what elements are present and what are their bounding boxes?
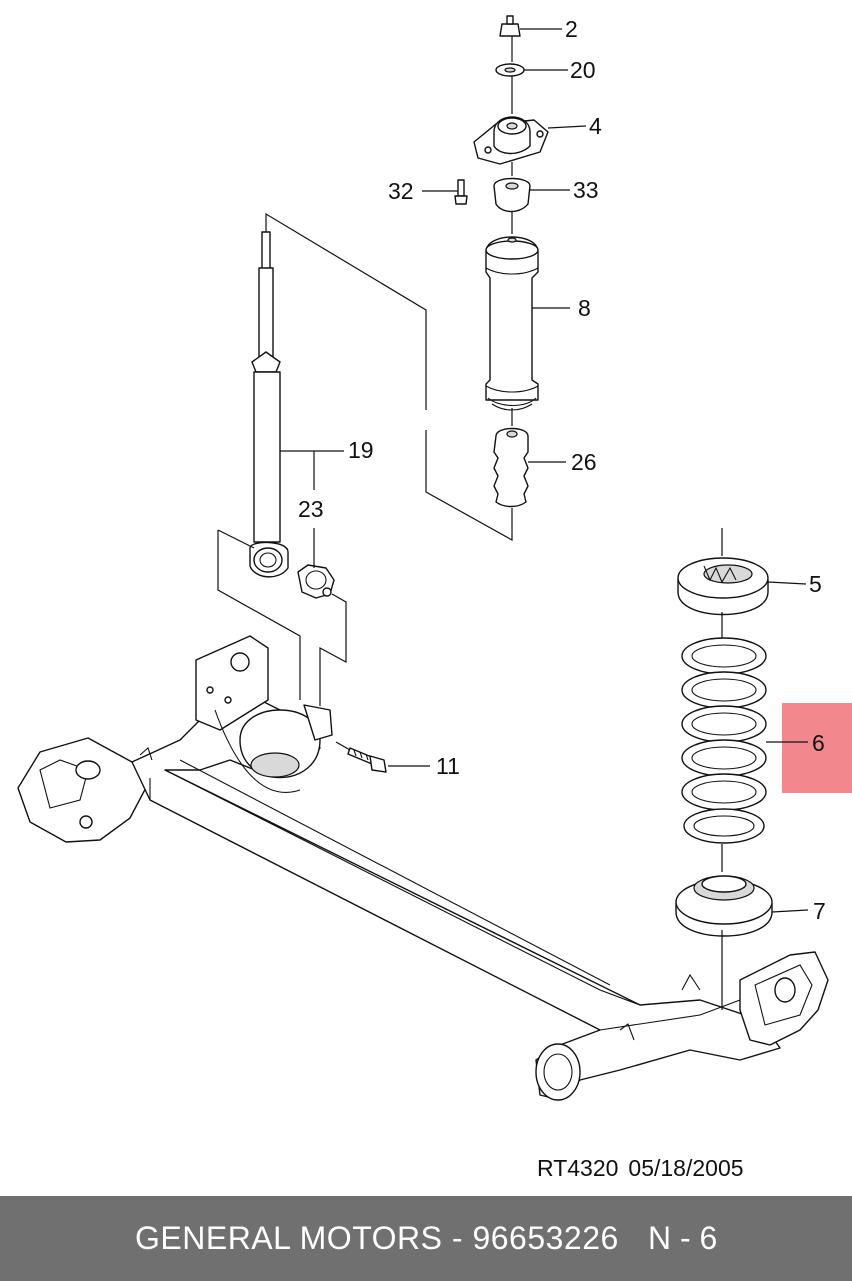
parts-diagram: 2 20 4 32 33 8 19 23 26 5 6 11 7 <box>17 15 852 1101</box>
footer-page-ref: N - 6 <box>648 1220 718 1256</box>
callout-4: 4 <box>589 113 602 139</box>
callout-11: 11 <box>436 753 460 779</box>
lower-spring-seat <box>675 875 773 937</box>
bump-stop <box>493 427 529 508</box>
upper-bushing <box>493 177 531 213</box>
callout-23: 23 <box>298 496 324 522</box>
washer <box>495 63 525 77</box>
shock-bushing <box>297 564 335 599</box>
callout-26: 26 <box>571 449 597 475</box>
callout-33: 33 <box>573 177 599 203</box>
coil-spring <box>681 637 767 844</box>
strut-mount <box>473 116 549 165</box>
document-date: 05/18/2005 <box>628 1155 744 1181</box>
callout-32: 32 <box>388 178 414 204</box>
callout-2: 2 <box>565 16 578 42</box>
footer-brand-line: GENERAL MOTORS - 96653226 <box>135 1220 619 1256</box>
top-nut <box>499 15 521 37</box>
document-reference: RT4320 05/18/2005 <box>537 1155 754 1182</box>
highlight-box <box>782 703 852 793</box>
document-code: RT4320 <box>537 1155 619 1181</box>
assembly-lines <box>217 36 723 1010</box>
footer-bar: GENERAL MOTORS - 96653226 N - 6 <box>0 1196 852 1281</box>
callout-7: 7 <box>813 898 826 924</box>
callout-20: 20 <box>570 57 596 83</box>
callout-leaders <box>280 28 809 913</box>
upper-spring-seat <box>677 557 769 616</box>
bolt-32 <box>454 179 468 205</box>
dust-boot <box>485 236 539 411</box>
rear-axle-beam <box>17 635 829 1101</box>
callout-8: 8 <box>578 295 591 321</box>
shock-absorber <box>249 231 289 578</box>
callout-5: 5 <box>809 571 822 597</box>
callout-19: 19 <box>348 437 374 463</box>
callout-numbers: 2 20 4 32 33 8 19 23 26 5 6 11 7 <box>298 16 826 924</box>
callout-6: 6 <box>812 730 825 756</box>
bolt-11 <box>347 747 387 773</box>
